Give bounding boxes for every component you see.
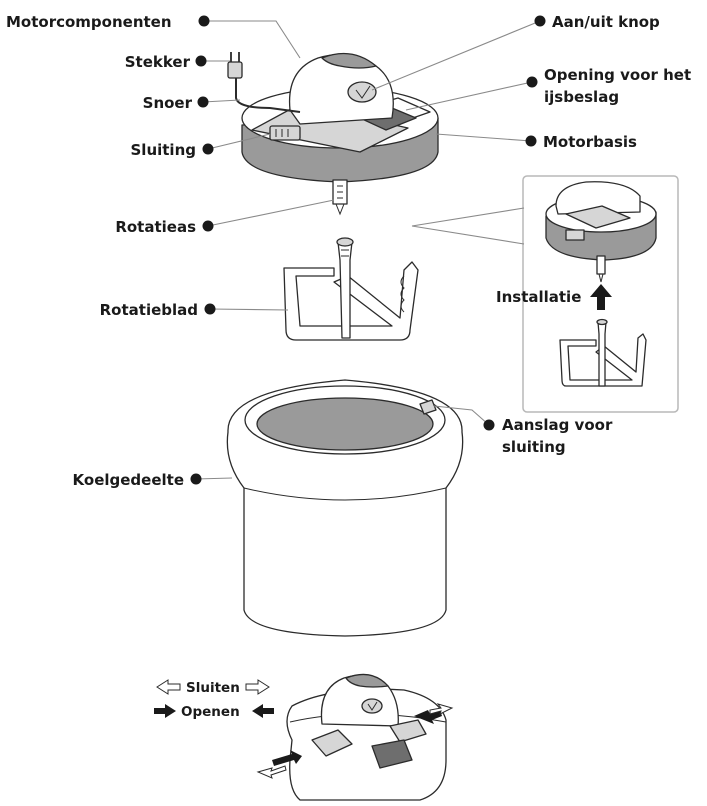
label-cord: Snoer bbox=[143, 94, 193, 112]
leader-lines bbox=[195, 20, 541, 480]
rotation-blade bbox=[283, 237, 419, 341]
cooling-bowl bbox=[226, 379, 464, 637]
installation-inset bbox=[522, 175, 679, 413]
label-close: Sluiten bbox=[186, 680, 240, 696]
label-rotation-axis: Rotatieas bbox=[115, 218, 196, 236]
label-motor-components: Motorcomponenten bbox=[6, 13, 172, 31]
label-closure: Sluiting bbox=[131, 141, 197, 159]
label-on-off-button: Aan/uit knop bbox=[552, 13, 660, 31]
motor-unit bbox=[227, 52, 439, 216]
label-stop-line2: sluiting bbox=[502, 438, 566, 456]
label-plug: Stekker bbox=[125, 53, 191, 71]
label-opening-line1: Opening voor het bbox=[544, 66, 691, 84]
label-installation: Installatie bbox=[496, 288, 581, 306]
label-open: Openen bbox=[181, 704, 240, 720]
inset-pointer bbox=[411, 207, 525, 245]
label-opening-line2: ijsbeslag bbox=[544, 88, 619, 106]
label-cooling-part: Koelgedeelte bbox=[73, 471, 184, 489]
closure-detail bbox=[154, 673, 454, 801]
callout-dots bbox=[190, 15, 546, 485]
label-rotation-blade: Rotatieblad bbox=[100, 301, 198, 319]
label-motor-base: Motorbasis bbox=[543, 133, 637, 151]
label-stop-line1: Aanslag voor bbox=[502, 416, 613, 434]
